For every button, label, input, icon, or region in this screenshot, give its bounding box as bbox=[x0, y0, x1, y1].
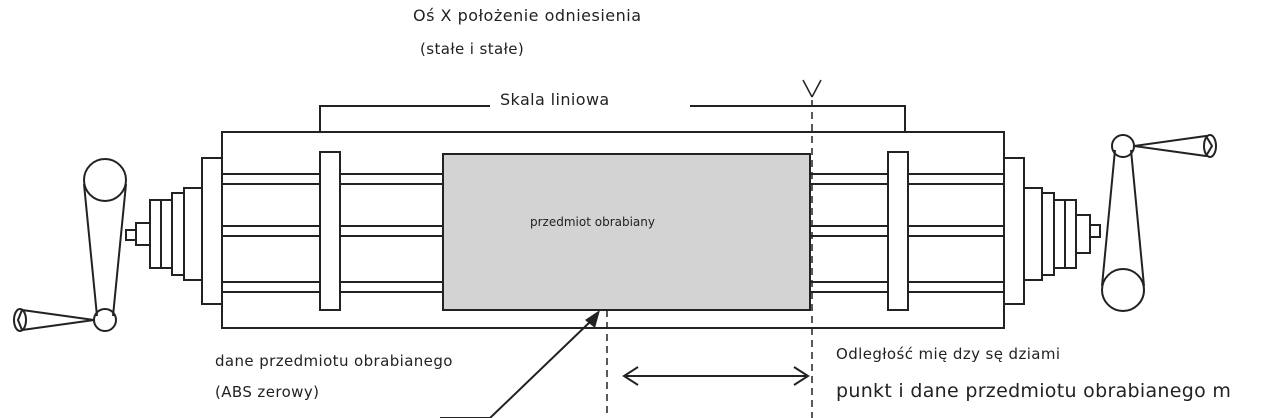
workpiece-block bbox=[442, 153, 811, 311]
left-crank-icon bbox=[13, 158, 127, 332]
left-gear-1 bbox=[171, 192, 185, 276]
reference-marker-icon bbox=[802, 79, 822, 98]
right-gear-1 bbox=[1023, 187, 1043, 281]
left-hub bbox=[135, 222, 151, 246]
right-crank-icon bbox=[1101, 134, 1217, 312]
left-end-plate bbox=[201, 157, 223, 305]
right-gear-2 bbox=[1041, 192, 1055, 276]
workpiece-data-pointer bbox=[440, 319, 593, 418]
workpiece-label: przedmiot obrabiany bbox=[530, 215, 655, 229]
distance-arrow bbox=[622, 366, 810, 386]
pointer-arrowhead bbox=[585, 310, 600, 328]
right-clamp bbox=[887, 151, 909, 311]
distance-between-label: Odległość mię dzy sę dziami bbox=[836, 345, 1061, 363]
left-shaft bbox=[125, 229, 137, 241]
linear-scale-bracket bbox=[319, 105, 490, 132]
point-and-data-label: punkt i dane przedmiotu obrabianego m bbox=[836, 380, 1232, 402]
linear-scale-label: Skala liniowa bbox=[500, 90, 610, 109]
right-end-plate bbox=[1003, 157, 1025, 305]
workpiece-data-label: dane przedmiotu obrabianego bbox=[215, 352, 453, 370]
linear-scale-bracket-right bbox=[690, 105, 906, 132]
right-hub bbox=[1075, 214, 1091, 254]
left-gear-2 bbox=[183, 187, 203, 281]
left-clamp bbox=[319, 151, 341, 311]
right-shaft bbox=[1089, 224, 1101, 238]
abs-zero-label: (ABS zerowy) bbox=[215, 383, 320, 401]
x-axis-reference-label: Oś X położenie odniesienia bbox=[413, 6, 642, 25]
fixed-note-label: (stałe i stałe) bbox=[420, 40, 525, 58]
